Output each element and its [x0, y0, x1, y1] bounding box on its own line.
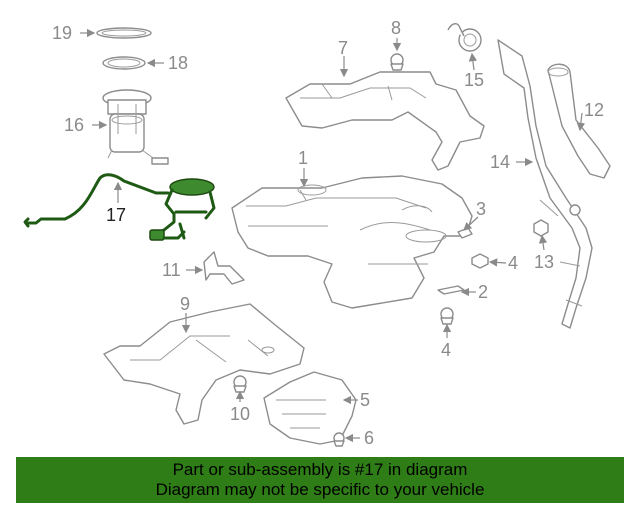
part-6-clip[interactable]: [333, 432, 345, 447]
parts-diagram: 19 18 16 17 8 7 15 12 14 1 3 4 13 11 2 9…: [23, 18, 611, 448]
part-16-fuel-pump-module[interactable]: [102, 89, 169, 165]
callout-6: 6: [364, 428, 374, 448]
part-1-fuel-tank[interactable]: [231, 175, 473, 309]
callout-5: 5: [360, 390, 370, 410]
info-banner: Part or sub-assembly is #17 in diagram D…: [16, 457, 624, 503]
banner-line-1: Part or sub-assembly is #17 in diagram: [172, 460, 468, 479]
callout-9: 9: [180, 294, 190, 314]
callout-17: 17: [106, 205, 126, 225]
callout-19: 19: [52, 23, 72, 43]
part-18-seal[interactable]: [102, 56, 146, 70]
part-14-filler-tube[interactable]: [497, 39, 593, 329]
part-12-filler-hose[interactable]: [547, 63, 611, 179]
part-8-bolt[interactable]: [390, 53, 404, 71]
callout-15: 15: [464, 70, 484, 90]
callout-labels: 19 18 16 17 8 7 15 12 14 1 3 4 13 11 2 9…: [52, 18, 604, 448]
callout-4-upper: 4: [508, 253, 518, 273]
part-9-heat-shield[interactable]: [103, 303, 305, 425]
part-7-heat-shield[interactable]: [285, 71, 485, 171]
callout-18: 18: [168, 53, 188, 73]
callout-16: 16: [64, 115, 84, 135]
callout-1: 1: [298, 148, 308, 168]
part-4-bolt-lower[interactable]: [440, 307, 454, 325]
callout-10: 10: [230, 404, 250, 424]
callout-leaders: [80, 28, 586, 443]
part-17-fuel-pump-assembly[interactable]: [23, 173, 216, 241]
callout-3: 3: [476, 199, 486, 219]
part-2-strap[interactable]: [437, 285, 465, 295]
callout-2: 2: [478, 282, 488, 302]
part-13-nut[interactable]: [533, 219, 549, 237]
callout-7: 7: [338, 38, 348, 58]
part-15-hose-clip[interactable]: [447, 23, 482, 52]
callout-14: 14: [490, 152, 510, 172]
callout-11: 11: [162, 260, 181, 280]
part-4-nut-upper[interactable]: [471, 253, 489, 269]
callout-4-lower: 4: [441, 340, 451, 360]
part-10-bolt[interactable]: [233, 375, 247, 393]
callout-8: 8: [391, 18, 401, 38]
part-11-bracket[interactable]: [203, 251, 245, 285]
part-5-skid-plate[interactable]: [263, 371, 357, 445]
callout-12: 12: [584, 100, 604, 120]
callout-13: 13: [534, 252, 554, 272]
part-19-lock-ring[interactable]: [96, 27, 152, 39]
banner-line-2: Diagram may not be specific to your vehi…: [155, 480, 485, 499]
